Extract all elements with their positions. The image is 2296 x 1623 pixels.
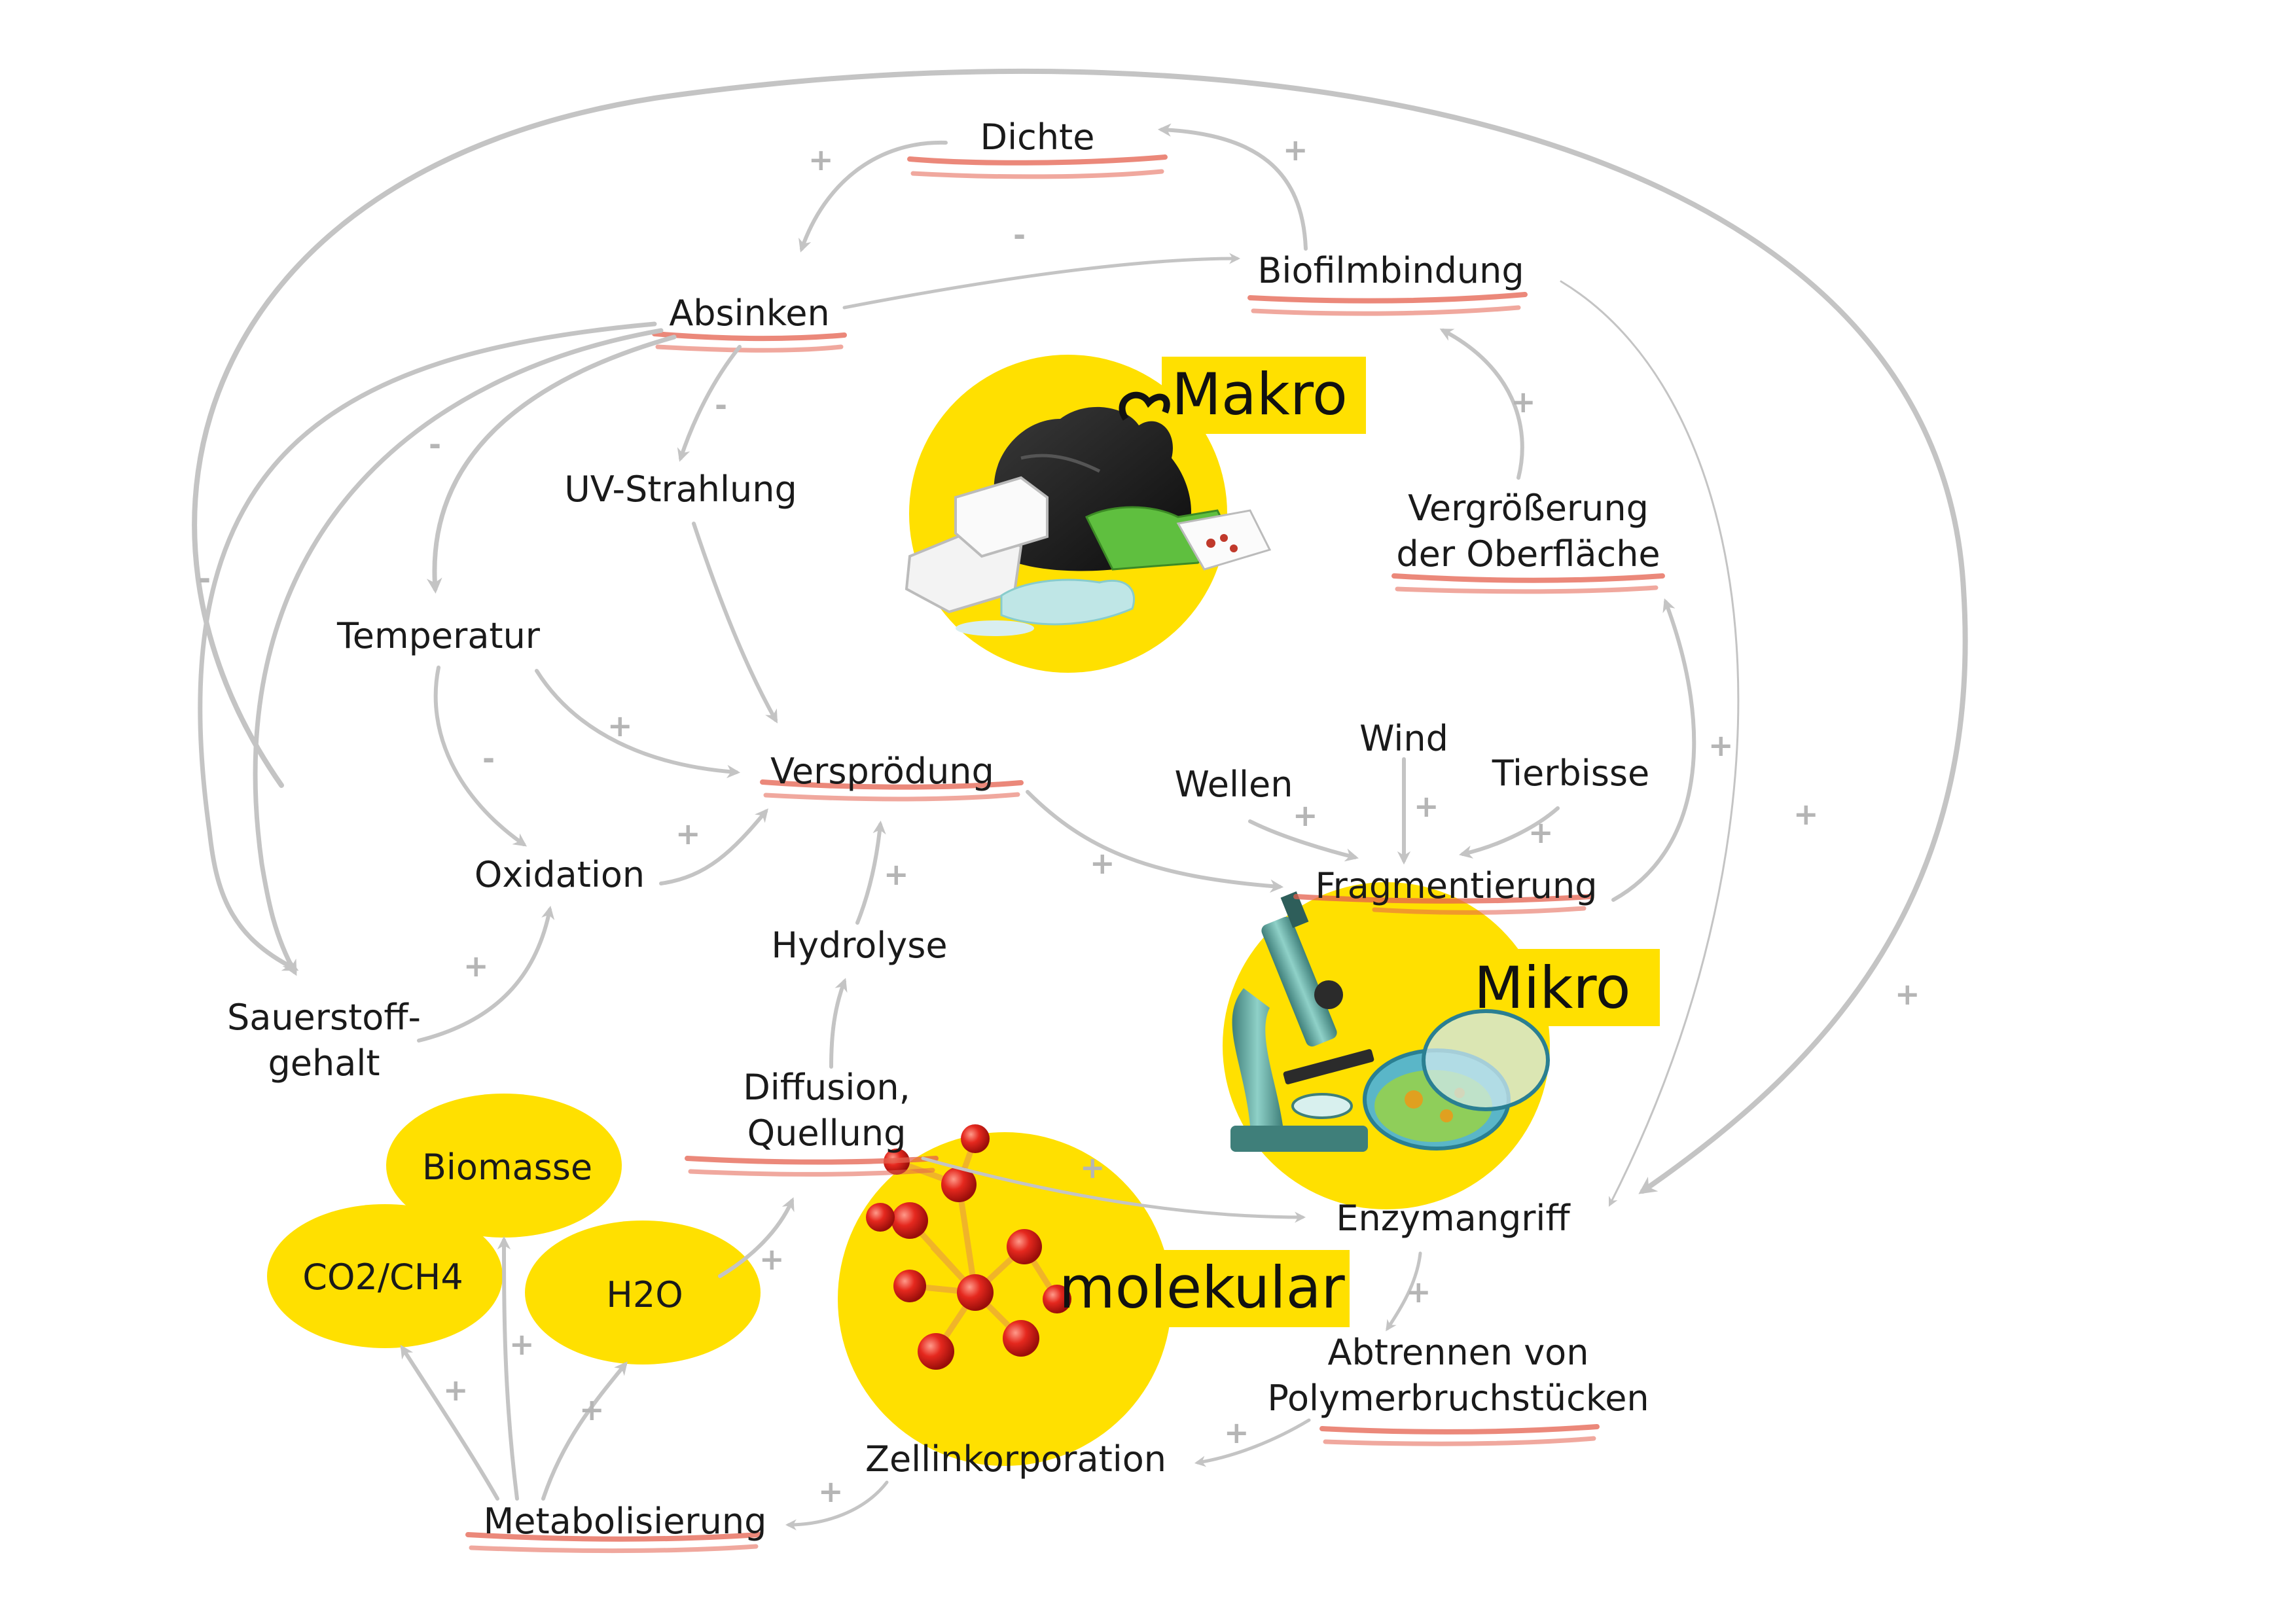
node-oxidation: Oxidation: [475, 854, 645, 895]
node-hydrolyse: Hydrolyse: [771, 925, 947, 966]
sign-plus: +: [1414, 789, 1439, 824]
arrow-wellen-fragmentierung: [1248, 819, 1359, 862]
node-h2o: H2O: [606, 1274, 683, 1315]
arrow-zell-metabolisierung: [785, 1480, 889, 1531]
arrow-metabolisierung-co2: [400, 1344, 499, 1501]
arrow-absinken-biofilm: [842, 253, 1241, 310]
mikro-title: Mikro: [1474, 954, 1630, 1022]
arrow-biofilm-enzym: [1560, 280, 1740, 1207]
node-tierbisse: Tierbisse: [1492, 753, 1650, 794]
node-zellinkorporation: Zellinkorporation: [865, 1438, 1166, 1480]
node-vergroesserung-line1: Vergrößerung: [1408, 488, 1649, 529]
arrow-metabolisierung-h2o: [541, 1361, 628, 1501]
sign-plus: +: [1406, 1274, 1431, 1310]
node-abtrennen-line2: Polymerbruchstücken: [1267, 1378, 1649, 1419]
node-fragmentierung: Fragmentierung: [1315, 865, 1597, 906]
node-wind: Wind: [1359, 718, 1448, 759]
node-absinken: Absinken: [669, 293, 829, 334]
molekular-title-bg: [1054, 1250, 1350, 1327]
highlight-underlines: [465, 154, 1665, 1554]
molekular-title: molekular: [1059, 1254, 1346, 1321]
arrow-temperatur-versproedung: [535, 669, 741, 779]
arrows: [192, 68, 1968, 1531]
sign-plus: +: [884, 857, 909, 892]
edge-signs: + + - - - - + + - + + + + + + + + + + + …: [198, 132, 1920, 1509]
sign-minus: -: [715, 387, 727, 423]
arrow-oxidation-versproedung: [659, 808, 768, 885]
arrow-diffusion-hydrolyse: [829, 978, 848, 1069]
makro-title: Makro: [1172, 361, 1348, 428]
node-labels: Dichte Biofilmbindung Absinken UV-Strahl…: [227, 116, 1660, 1542]
arrow-absinken-sauerstoff: [198, 321, 657, 971]
arrow-biofilm-dichte: [1157, 123, 1308, 251]
sign-plus: +: [1528, 815, 1554, 850]
sign-plus: +: [579, 1392, 605, 1427]
sign-plus: +: [1224, 1415, 1249, 1450]
node-enzymangriff: Enzymangriff: [1336, 1198, 1571, 1239]
node-wellen: Wellen: [1175, 764, 1293, 805]
arrow-absinken-uv: [677, 345, 742, 462]
arrow-enzym-abtrennen: [1386, 1251, 1422, 1332]
microscope-petri-dish-icon: [1230, 891, 1550, 1152]
sign-plus: +: [1293, 798, 1318, 833]
sign-plus: +: [675, 816, 701, 851]
sign-minus: -: [482, 741, 495, 776]
sign-minus: -: [1013, 217, 1026, 253]
node-versproedung: Versprödung: [770, 751, 994, 792]
arrow-fragmentierung-vergroesserung: [1611, 598, 1696, 902]
arrow-sauerstoff-oxidation: [417, 905, 555, 1043]
arrow-temperatur-oxidation: [433, 666, 528, 847]
h2o-blob: [525, 1221, 761, 1364]
node-diffusion-line1: Diffusion,: [743, 1067, 910, 1108]
arrow-hydrolyse-versproedung: [855, 820, 886, 925]
sign-plus: +: [443, 1372, 469, 1408]
sign-plus: +: [1895, 976, 1920, 1012]
arrow-outer-loop: [192, 68, 1968, 1194]
node-co2ch4: CO2/CH4: [302, 1257, 463, 1298]
arrow-tierbisse-fragmentierung: [1459, 806, 1560, 859]
scale-titles: Makro Mikro molekular: [1059, 361, 1630, 1321]
sign-plus: +: [463, 948, 489, 984]
makro-title-bg: [1162, 357, 1366, 434]
co2ch4-blob: [267, 1204, 503, 1348]
node-vergroesserung-line2: der Oberfläche: [1396, 533, 1660, 575]
sign-minus: -: [198, 561, 211, 596]
arrow-versproedung-fragmentierung: [1026, 790, 1284, 893]
node-sauerstoff-line1: Sauerstoff-: [227, 997, 421, 1038]
arrow-uv-versproedung: [692, 522, 778, 724]
sign-plus: +: [1793, 796, 1819, 832]
node-sauerstoff-line2: gehalt: [268, 1043, 380, 1084]
garbage-pile-icon: [905, 391, 1272, 636]
arrow-diffusion-enzym: [921, 1156, 1306, 1223]
sign-plus: +: [607, 708, 633, 743]
node-dichte: Dichte: [980, 116, 1095, 158]
node-biofilmbindung: Biofilmbindung: [1257, 250, 1524, 291]
node-diffusion-line2: Quellung: [747, 1113, 906, 1154]
arrow-vergroesserung-biofilm: [1439, 329, 1524, 480]
node-temperatur: Temperatur: [336, 615, 541, 656]
arrow-absinken-temperatur: [426, 334, 677, 594]
sign-plus: +: [818, 1474, 844, 1509]
sign-plus: +: [509, 1327, 535, 1362]
sign-plus: +: [808, 142, 834, 177]
arrow-dichte-absinken: [798, 140, 948, 253]
node-uv-strahlung: UV-Strahlung: [564, 469, 797, 510]
arrow-abtrennen-zell: [1194, 1418, 1311, 1467]
biomasse-blob: [386, 1094, 622, 1238]
node-metabolisierung: Metabolisierung: [484, 1501, 767, 1542]
arrow-absinken-sauerstoff-2: [253, 328, 664, 976]
sign-plus: +: [1080, 1150, 1105, 1185]
sign-minus: -: [429, 427, 441, 462]
molecule-model-icon: [866, 1124, 1071, 1370]
sign-plus: +: [1090, 846, 1115, 881]
sign-plus: +: [1511, 384, 1536, 419]
arrow-metabolisierung-biomasse: [497, 1236, 519, 1501]
node-biomasse: Biomasse: [422, 1147, 592, 1188]
arrow-h2o-diffusion: [718, 1197, 795, 1278]
sign-plus: +: [1708, 728, 1734, 763]
node-abtrennen-line1: Abtrennen von: [1328, 1332, 1589, 1373]
sign-plus: +: [759, 1241, 785, 1277]
sign-plus: +: [1283, 132, 1308, 168]
